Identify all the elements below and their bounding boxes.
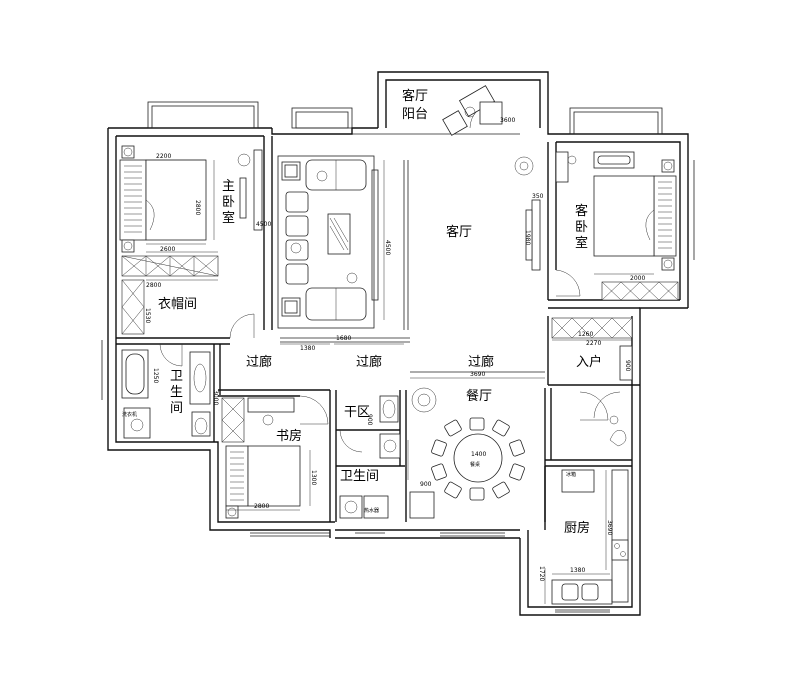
label-study: 书房 [276,428,302,444]
windows [101,101,695,613]
dim-1720: 1720 [538,566,545,581]
dim-1530: 1530 [144,308,151,323]
dim-900-a: 900 [420,481,432,488]
dim-1400: 1400 [471,451,486,458]
label-living-balcony-2: 阳台 [402,107,428,122]
bathroom-left-fixtures [121,349,211,439]
label-bathroom-small: 卫生间 [340,469,379,484]
label-entrance: 入户 [576,354,602,370]
note-fridge: 冰箱 [566,471,576,478]
label-living-room: 客厅 [446,224,472,240]
entrance-cabinet [551,317,633,447]
label-master-2: 卧 [222,195,235,210]
label-corridor-left: 过廊 [246,354,272,370]
kitchen-fixtures [551,469,629,605]
dim-1300: 1300 [310,470,317,485]
master-bed [119,145,263,253]
dim-900-dry: 900 [366,414,373,426]
dim-1260: 1260 [578,331,593,338]
label-kitchen: 厨房 [564,520,590,536]
dim-1380-corridor: 1380 [300,345,315,352]
dim-4500-master: 4500 [256,221,271,228]
label-guest-1: 客 [575,203,588,219]
dim-3000: 3000 [212,390,219,405]
label-master-1: 主 [222,179,235,194]
label-bath-left-2: 生 [170,385,183,400]
outer-walls [107,71,689,616]
interior-walls [116,133,680,530]
label-master-3: 室 [222,210,235,226]
label-bath-left-3: 间 [170,401,183,416]
dim-1680: 1680 [336,335,351,342]
dim-2200-master: 2200 [156,153,171,160]
dim-1980: 1980 [524,230,531,245]
dim-1380-kitchen: 1380 [570,567,585,574]
dim-1250: 1250 [152,368,159,383]
note-table: 餐桌 [470,461,480,468]
dry-area-fixtures [339,395,435,519]
label-living-balcony-1: 客厅 [402,88,428,104]
label-corridor-right: 过廊 [468,354,494,370]
label-guest-2: 卧 [575,220,588,235]
dim-3690: 3690 [470,371,485,378]
fixture-notes: 洗衣机 冰箱 餐桌 热水器 [122,411,576,514]
label-guest-3: 室 [575,235,588,251]
dining-set [410,371,545,501]
dim-2800-master: 2800 [194,200,201,215]
study-furniture [221,397,301,519]
dim-3600: 3600 [500,117,515,124]
dim-4500-sofa: 4500 [384,240,391,255]
closet-cabinets [121,255,219,335]
guest-bed [555,151,677,271]
living-tv-wall [403,156,541,330]
dim-900-b: 900 [624,360,631,372]
note-water-heater: 热水器 [364,507,379,514]
label-drying-area: 干区 [344,405,370,420]
dim-2600: 2600 [160,246,175,253]
label-dining-room: 餐厅 [466,388,492,404]
label-corridor-mid: 过廊 [356,354,382,370]
dim-2800-closet: 2800 [146,282,161,289]
dim-2270: 2270 [586,340,601,347]
dim-350: 350 [532,193,544,200]
balcony-furniture [442,85,503,136]
doors [159,103,621,453]
label-walk-in-closet: 衣帽间 [158,296,197,312]
guest-wardrobe [601,281,679,301]
dim-2000: 2000 [630,275,645,282]
dim-3690-kitchen: 3690 [606,520,613,535]
note-washer: 洗衣机 [122,411,137,418]
living-sofa-set [277,155,379,329]
dim-2800-study: 2800 [254,503,269,510]
dimension-lines [146,159,654,604]
dimension-labels: 2200 2800 2600 2800 4500 1530 4500 1380 … [144,117,645,581]
label-bath-left-1: 卫 [170,369,183,384]
room-labels: 客厅 阳台 主 卧 室 客 卧 室 客厅 衣帽间 卫 生 间 过廊 过廊 过廊 … [158,88,602,536]
